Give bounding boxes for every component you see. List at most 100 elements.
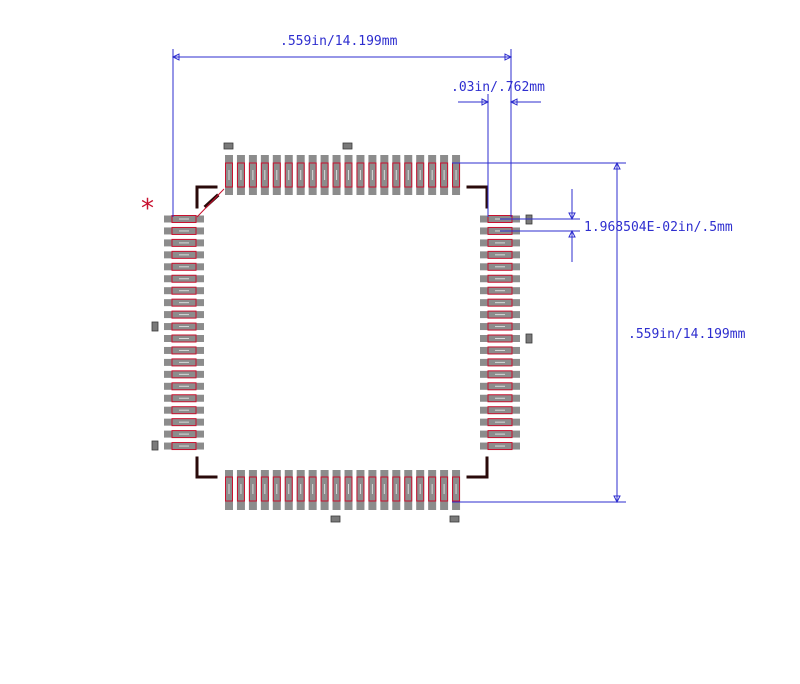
body-width-label: .559in/14.199mm — [280, 34, 398, 49]
pad-bottom-outline — [284, 476, 293, 502]
pad-bottom-outline — [272, 476, 281, 502]
pad-right-outline — [487, 346, 513, 355]
silk-corner-top-left — [195, 185, 218, 209]
fiducial-mark — [525, 333, 533, 344]
pad-left-outline — [171, 406, 197, 415]
pad-right-outline — [487, 406, 513, 415]
height-arrow-bottom — [613, 495, 621, 504]
pad-left-outline — [171, 322, 197, 331]
pad-bottom-outline — [356, 476, 365, 502]
pad-bottom-outline — [428, 476, 437, 502]
pad-bottom-outline — [308, 476, 317, 502]
dimension-lines — [171, 49, 626, 504]
silk-corner-top-right — [466, 185, 489, 209]
pad-left-outline — [171, 334, 197, 343]
pad-width-label: .03in/.762mm — [451, 80, 545, 95]
width-arrow-right — [504, 53, 513, 61]
body-height-label: .559in/14.199mm — [628, 327, 746, 342]
pads-top-row — [225, 155, 461, 195]
pad-bottom-outline — [404, 476, 413, 502]
pad-left-outline — [171, 394, 197, 403]
pad-bottom-outline — [296, 476, 305, 502]
pad-top-outline — [320, 162, 329, 188]
pad-bottom-outline — [416, 476, 425, 502]
pad-right-outline — [487, 442, 513, 451]
pad-bottom-outline — [440, 476, 449, 502]
pad-bottom-outline — [452, 476, 461, 502]
pad-top-outline — [368, 162, 377, 188]
pad-top-outline — [284, 162, 293, 188]
pad-right-outline — [487, 430, 513, 439]
pad-right-outline — [487, 298, 513, 307]
pitch-arrow-top — [568, 212, 576, 221]
pad-top-outline — [248, 162, 257, 188]
pin1-marker: * — [141, 194, 154, 224]
pad-top-outline — [296, 162, 305, 188]
pad-left-outline — [171, 238, 197, 247]
pad-left-outline — [171, 298, 197, 307]
pad-top-outline — [428, 162, 437, 188]
pad-top-outline — [225, 162, 233, 188]
pad-right-outline — [487, 250, 513, 259]
pads-bottom-row — [225, 470, 461, 510]
pad-left-outline — [171, 286, 197, 295]
pad-bottom-outline — [260, 476, 269, 502]
pad-bottom-outline — [344, 476, 353, 502]
pad-left-outline — [171, 442, 197, 451]
pad-right-outline — [487, 382, 513, 391]
pad-left-outline — [171, 250, 197, 259]
pads-right-column — [480, 215, 520, 451]
pad-width-arrow-left — [481, 98, 490, 106]
silk-corner-bottom-right — [466, 456, 489, 479]
pad-left-outline — [171, 418, 197, 427]
pad-bottom-outline — [225, 476, 233, 502]
pad-top-outline — [440, 162, 449, 188]
pad-right-outline — [487, 394, 513, 403]
pad-top-outline — [260, 162, 269, 188]
fiducial-mark — [151, 321, 159, 332]
fiducial-marks — [151, 142, 533, 523]
fiducial-mark — [342, 142, 353, 150]
pad-width-arrow-right — [509, 98, 518, 106]
pad-top-outline — [332, 162, 341, 188]
pad-left-outline — [171, 274, 197, 283]
pad-top-outline — [308, 162, 317, 188]
pad-right-outline — [487, 286, 513, 295]
pad-left-outline — [171, 215, 197, 223]
pad-top-outline — [272, 162, 281, 188]
pad-left-outline — [171, 370, 197, 379]
pad-right-outline — [487, 310, 513, 319]
pad-right-outline — [487, 262, 513, 271]
pad-left-outline — [171, 346, 197, 355]
pad-bottom-outline — [332, 476, 341, 502]
height-arrow-top — [613, 161, 621, 170]
pads-left-column — [164, 215, 204, 451]
silkscreen-outline — [195, 185, 489, 479]
pad-top-outline — [236, 162, 245, 188]
pad-bottom-outline — [380, 476, 389, 502]
pad-left-outline — [171, 382, 197, 391]
pad-right-outline — [487, 358, 513, 367]
pad-right-outline — [487, 334, 513, 343]
pad-bottom-outline — [248, 476, 257, 502]
fiducial-mark — [223, 142, 234, 150]
silk-corner-bottom-left — [195, 456, 218, 479]
pin1-chamfer-guide — [196, 188, 225, 218]
pad-left-outline — [171, 430, 197, 439]
pad-bottom-outline — [236, 476, 245, 502]
pad-left-outline — [171, 358, 197, 367]
pad-top-outline — [416, 162, 425, 188]
pad-left-outline — [171, 262, 197, 271]
fiducial-mark — [151, 440, 159, 451]
pad-top-outline — [404, 162, 413, 188]
pad-top-outline — [356, 162, 365, 188]
pad-right-outline — [487, 322, 513, 331]
pad-right-outline — [487, 238, 513, 247]
pad-right-outline — [487, 274, 513, 283]
pitch-label: 1.968504E-02in/.5mm — [584, 220, 733, 235]
fiducial-mark — [449, 515, 460, 523]
width-arrow-left — [171, 53, 180, 61]
pitch-arrow-bottom — [568, 229, 576, 238]
pad-right-outline — [487, 370, 513, 379]
pad-bottom-outline — [392, 476, 401, 502]
